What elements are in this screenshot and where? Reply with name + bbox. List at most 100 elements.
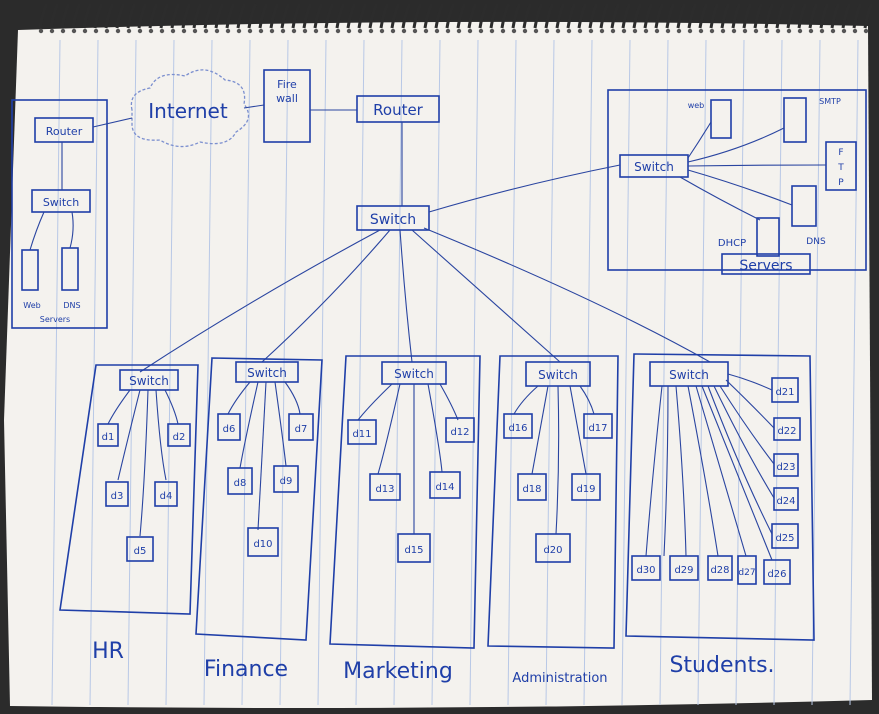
- device-d27-label: d27: [738, 568, 755, 578]
- device-d29-label: d29: [674, 565, 693, 576]
- remote-web-server: [21, 249, 39, 291]
- device-d1-label: d1: [102, 432, 115, 443]
- device-d3: [105, 481, 129, 507]
- dns-server-label: DNS: [806, 237, 826, 247]
- device-d14-label: d14: [435, 482, 454, 493]
- device-d16-label: d16: [508, 423, 527, 434]
- device-d21-label: d21: [775, 387, 794, 398]
- hr-switch-label: Switch: [129, 374, 169, 388]
- device-d30-label: d30: [636, 565, 655, 576]
- servers-caption-box: [721, 253, 811, 275]
- spiral-binding: [38, 3, 874, 34]
- finance-dept-label: Finance: [204, 657, 288, 682]
- hr-frame: [59, 364, 199, 615]
- device-d7: [288, 413, 314, 441]
- hr-switch: [119, 369, 179, 391]
- web-server-label: web: [688, 101, 705, 110]
- finance-switch-label: Switch: [247, 366, 287, 380]
- device-d17: [583, 413, 613, 439]
- dept-finance: Switch d6 d7 d8 d9 d10 Finance: [195, 357, 323, 682]
- device-d19-label: d19: [576, 484, 595, 495]
- device-d23: [773, 453, 799, 477]
- device-d22: [773, 417, 801, 441]
- remote-site: Router Switch Web DNS Servers: [11, 99, 108, 329]
- device-d26-label: d26: [767, 569, 786, 580]
- device-d29: [669, 555, 699, 581]
- finance-switch: [235, 361, 299, 383]
- marketing-frame: [329, 355, 481, 649]
- device-d7-label: d7: [295, 424, 308, 435]
- device-d14: [429, 471, 461, 499]
- ruled-lines: [51, 39, 859, 706]
- device-d28-label: d28: [710, 565, 729, 576]
- device-d22-label: d22: [777, 426, 796, 437]
- device-d1: [97, 423, 119, 447]
- device-d26: [763, 559, 791, 585]
- device-d8: [227, 467, 253, 495]
- device-d4: [154, 481, 178, 507]
- server-room: Switch web SMTP F T P DNS DHCP Servers: [607, 89, 867, 275]
- internet-cloud: Internet: [130, 69, 250, 148]
- device-d27: [737, 555, 757, 585]
- device-d11: [347, 419, 377, 445]
- device-d28: [707, 555, 733, 581]
- smtp-server-label: SMTP: [819, 97, 841, 106]
- device-d9: [273, 465, 299, 493]
- core-switch-label: Switch: [370, 212, 416, 228]
- device-d8-label: d8: [234, 478, 247, 489]
- device-d25-label: d25: [775, 533, 794, 544]
- main-router-label: Router: [373, 101, 424, 119]
- marketing-switch-label: Switch: [394, 367, 434, 381]
- remote-router-label: Router: [46, 125, 83, 138]
- remote-dns-label: DNS: [63, 301, 80, 310]
- device-d15-label: d15: [404, 545, 423, 556]
- device-d6-label: d6: [223, 424, 236, 435]
- device-d20: [535, 533, 571, 563]
- device-d2: [167, 423, 191, 447]
- device-d20-label: d20: [543, 545, 562, 556]
- students-frame: [625, 353, 815, 641]
- device-d11-label: d11: [352, 429, 371, 440]
- firewall-label-2: wall: [276, 92, 298, 105]
- web-server: [710, 99, 732, 139]
- device-d13-label: d13: [375, 484, 394, 495]
- device-d5: [126, 536, 154, 562]
- device-d6: [217, 413, 241, 441]
- internet-label: Internet: [148, 99, 228, 123]
- main-router: [356, 95, 440, 123]
- ftp-label-t: T: [837, 163, 844, 173]
- dhcp-server-label: DHCP: [718, 238, 746, 249]
- administration-switch-label: Switch: [538, 368, 578, 382]
- hr-dept-label: HR: [92, 639, 124, 664]
- device-d18-label: d18: [522, 484, 541, 495]
- firewall: [263, 69, 311, 143]
- ftp-label-f: F: [838, 148, 843, 158]
- device-d25: [771, 523, 799, 549]
- device-d9-label: d9: [280, 476, 293, 487]
- device-d15: [397, 533, 431, 563]
- device-d10: [247, 527, 279, 557]
- dept-administration: Switch d16 d17 d18 d19 d20 Administratio…: [487, 355, 619, 686]
- dhcp-server: [756, 217, 780, 257]
- device-d5-label: d5: [134, 546, 147, 557]
- dns-server: [791, 185, 817, 227]
- remote-site-frame: [11, 99, 108, 329]
- device-d12-label: d12: [450, 427, 469, 438]
- servers-caption: Servers: [739, 258, 792, 274]
- remote-switch: [31, 189, 91, 213]
- students-dept-label: Students.: [669, 653, 774, 678]
- administration-dept-label: Administration: [512, 671, 607, 686]
- device-d18: [517, 473, 547, 501]
- device-d23-label: d23: [776, 462, 795, 473]
- ftp-label-p: P: [838, 178, 844, 188]
- device-d13: [369, 473, 401, 501]
- students-switch-label: Switch: [669, 368, 709, 382]
- server-room-frame: [607, 89, 867, 271]
- device-d16: [503, 413, 533, 439]
- device-d24-label: d24: [776, 496, 795, 507]
- remote-switch-label: Switch: [43, 196, 79, 209]
- dept-hr: Switch d1 d2 d3 d4 d5 HR: [59, 364, 199, 664]
- ftp-server: [825, 141, 857, 191]
- device-d24: [773, 487, 799, 511]
